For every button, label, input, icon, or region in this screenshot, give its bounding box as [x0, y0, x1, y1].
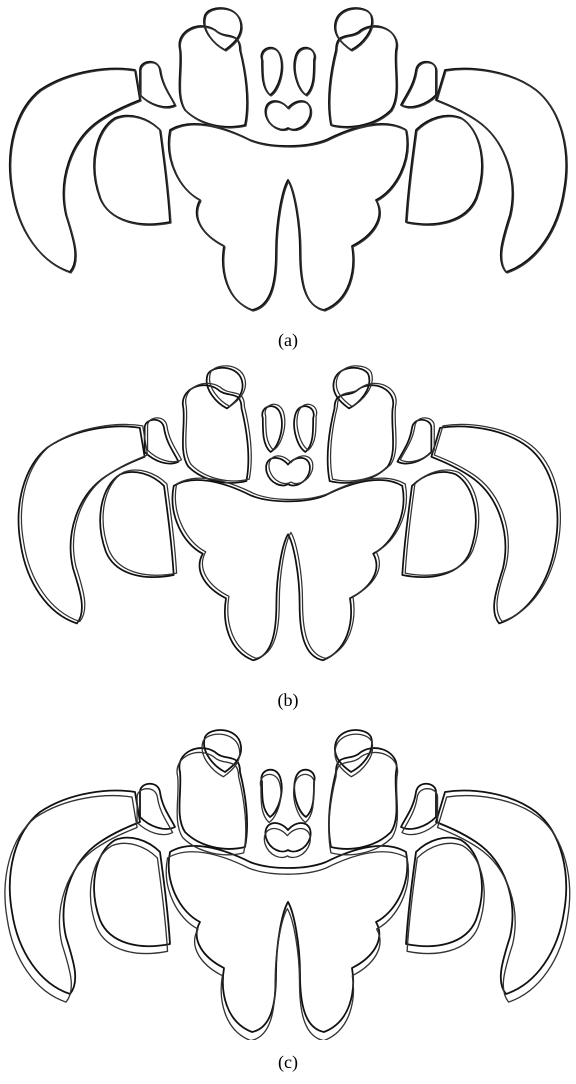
caption-c: (c) [0, 1052, 576, 1073]
caption-b: (b) [0, 690, 576, 711]
outline-figure-b [0, 360, 576, 668]
panel-c [0, 722, 576, 1040]
caption-a: (a) [0, 330, 576, 351]
outline-figure-c [0, 722, 576, 1040]
panel-b [0, 360, 576, 668]
outline-figure-a [0, 0, 576, 318]
panel-a [0, 0, 576, 318]
